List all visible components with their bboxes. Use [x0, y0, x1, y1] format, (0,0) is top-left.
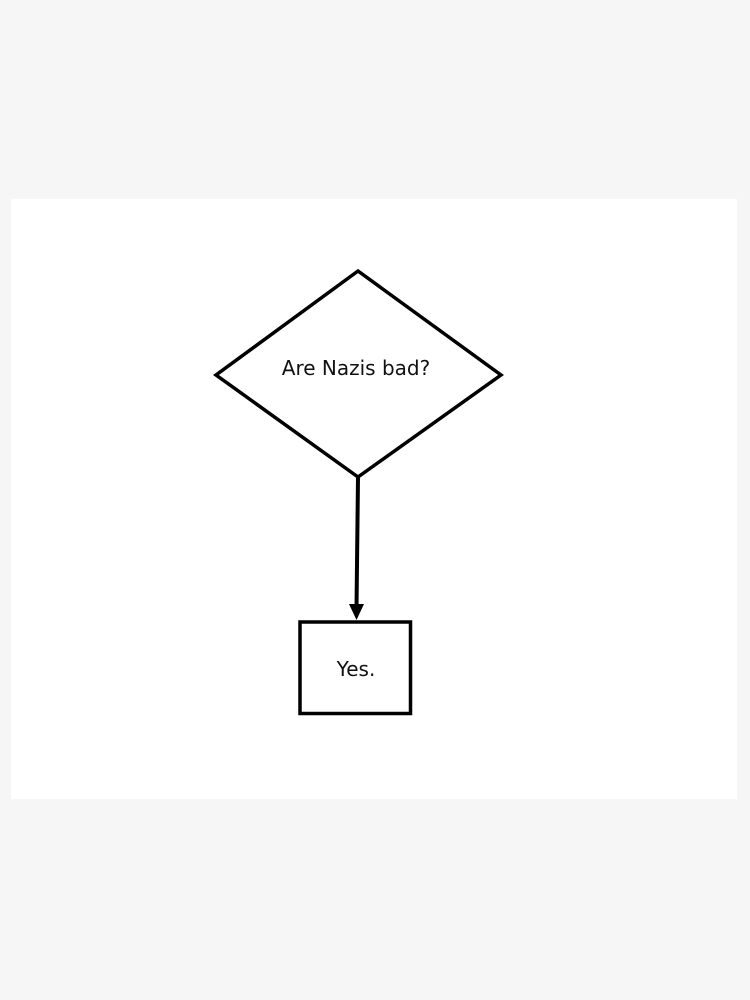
result-label: Yes.	[336, 657, 376, 681]
arrowhead-icon	[349, 604, 364, 620]
decision-label: Are Nazis bad?	[281, 356, 431, 380]
connector-line	[354, 476, 360, 609]
result-box	[298, 620, 413, 716]
